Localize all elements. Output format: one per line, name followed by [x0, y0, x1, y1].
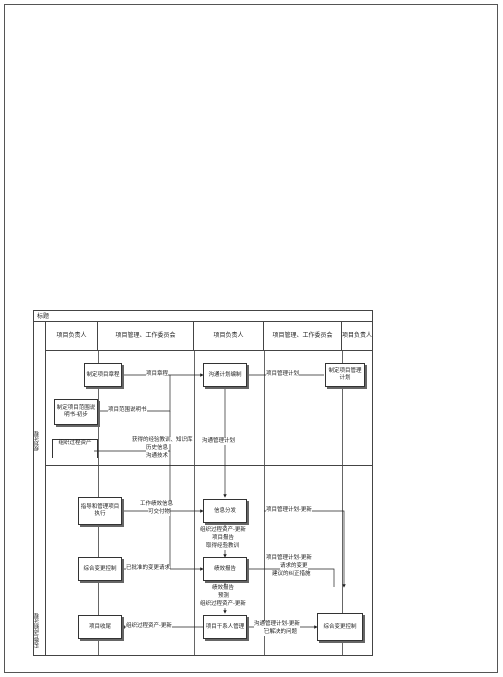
lane-divider	[264, 351, 265, 655]
lane-header-2: 项目管理、工作委员会	[98, 322, 194, 351]
label-project-report: 项目报告	[212, 535, 235, 542]
label-comm-tech: 沟通技术	[146, 453, 169, 460]
phase-column	[34, 322, 46, 655]
stakeholder-mgmt-box: 项目干系人管理	[203, 615, 247, 639]
project-close-box: 项目收尾	[78, 615, 122, 639]
performance-report-box: 绩效报告	[203, 557, 247, 581]
flow-diagram: 标题 规划过程 实施与控制过程 项目负责人 项目管理、工作委员会 项目负责人 项…	[33, 310, 373, 656]
label-assets-update-3: 组织过程资产-更新	[126, 623, 172, 630]
info-dist-box: 信息分发	[203, 499, 247, 523]
label-plan-update: 项目管理计划-更新	[266, 507, 312, 514]
lane-header-5: 项目负责人	[342, 322, 372, 351]
page-frame	[4, 4, 498, 673]
label-approved-change: 已批准的变更请求	[126, 565, 171, 572]
label-history: 历史信息	[146, 445, 169, 452]
org-assets-label: 组织过程资产	[58, 440, 92, 446]
label-corrective: 建议的纠正措施	[272, 571, 311, 578]
label-work-perf: 工作绩效信息	[140, 501, 174, 508]
label-resolved: 已解决的问题	[264, 629, 298, 636]
label-charter: 项目章程	[146, 371, 169, 378]
label-lessons-kb: 获得的经验教训、知识库	[132, 437, 193, 444]
label-assets-update-1: 组织过程资产-更新	[200, 527, 246, 534]
direct-box: 指导和管理项目执行	[78, 497, 122, 525]
comm-plan-box: 沟通计划编制	[203, 363, 247, 387]
label-comm-mgmt: 沟通管理计划	[202, 438, 236, 445]
lane-divider	[194, 351, 195, 655]
phase-separator	[46, 465, 372, 466]
label-assets-update-2: 组织过程资产-更新	[200, 601, 246, 608]
label-comm-update: 沟通管理计划-更新	[254, 621, 300, 628]
change-control-box: 综合变更控制	[78, 557, 122, 581]
label-change-request: 请求的变更	[280, 563, 308, 570]
lane-header-1: 项目负责人	[46, 322, 98, 351]
lane-header-3: 项目负责人	[194, 322, 264, 351]
scope-doc-box: 制定项目范围说明书-初步	[54, 399, 98, 425]
pm-plan-box: 制定项目管理计划	[325, 363, 365, 387]
lane-header-4: 项目管理、工作委员会	[264, 322, 342, 351]
diagram-title: 标题	[34, 311, 372, 322]
org-assets-doc: 组织过程资产	[52, 439, 98, 458]
label-deliverables: 可交付物	[148, 509, 171, 516]
label-scope: 项目范围说明书	[108, 407, 147, 414]
change-control-box-2: 综合变更控制	[317, 613, 363, 641]
label-pm-plan: 项目管理计划	[266, 371, 300, 378]
charter-box: 制定项目章程	[84, 363, 122, 387]
lane-divider	[342, 351, 343, 655]
label-lessons: 取得经验教训	[206, 543, 240, 550]
label-forecast: 预测	[218, 593, 230, 600]
label-plan-update-2: 项目管理计划-更新	[266, 555, 312, 562]
label-perf-report: 绩效报告	[212, 585, 235, 592]
